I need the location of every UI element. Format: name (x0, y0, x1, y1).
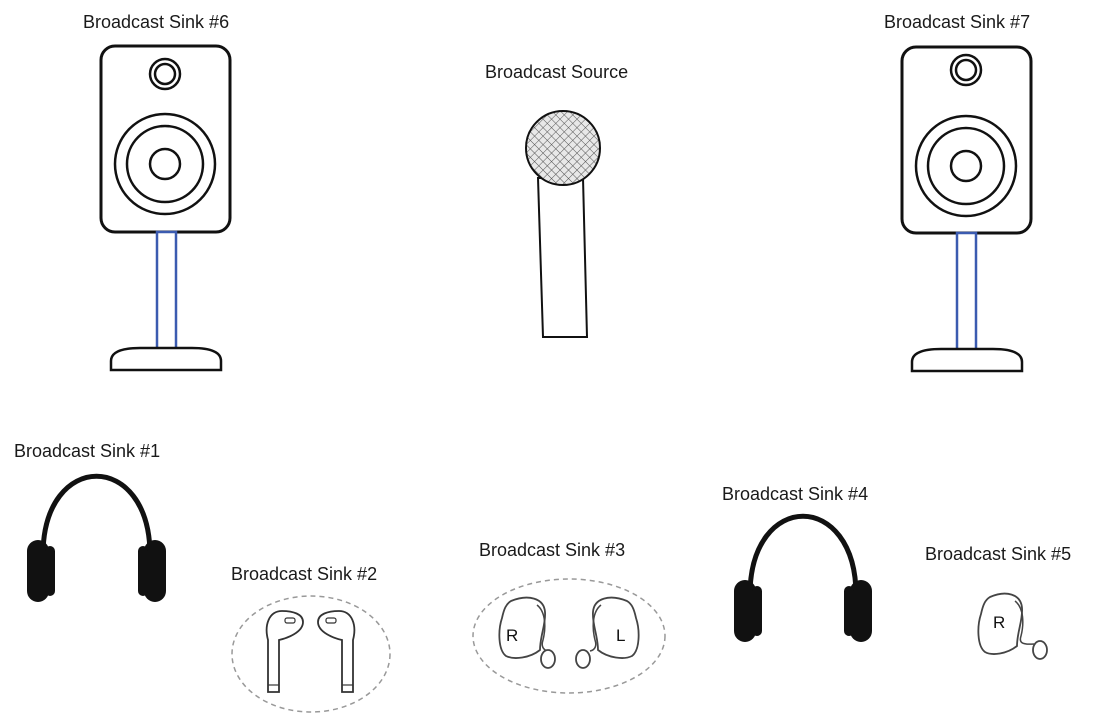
microphone-icon (525, 110, 601, 338)
headphones-icon (734, 513, 872, 642)
label-sink-5: Broadcast Sink #5 (925, 544, 1072, 564)
label-broadcast-source: Broadcast Source (485, 62, 629, 82)
label-sink-6: Broadcast Sink #6 (83, 12, 230, 32)
earbuds-icon (231, 595, 391, 713)
hearing-aid-icon: R (977, 592, 1048, 660)
hearing-aid-right-mark: R (506, 626, 518, 645)
hearing-aid-right-mark: R (993, 613, 1005, 632)
headphones-icon (27, 473, 166, 602)
hearing-aid-left-mark: L (616, 626, 625, 645)
label-sink-3: Broadcast Sink #3 (479, 540, 626, 560)
label-sink-2: Broadcast Sink #2 (231, 564, 378, 584)
label-sink-1: Broadcast Sink #1 (14, 441, 161, 461)
label-sink-7: Broadcast Sink #7 (884, 12, 1031, 32)
speaker-on-stand-icon (900, 45, 1033, 373)
hearing-aids-pair-icon: R L (472, 578, 666, 694)
speaker-on-stand-icon (99, 44, 232, 372)
label-sink-4: Broadcast Sink #4 (722, 484, 869, 504)
